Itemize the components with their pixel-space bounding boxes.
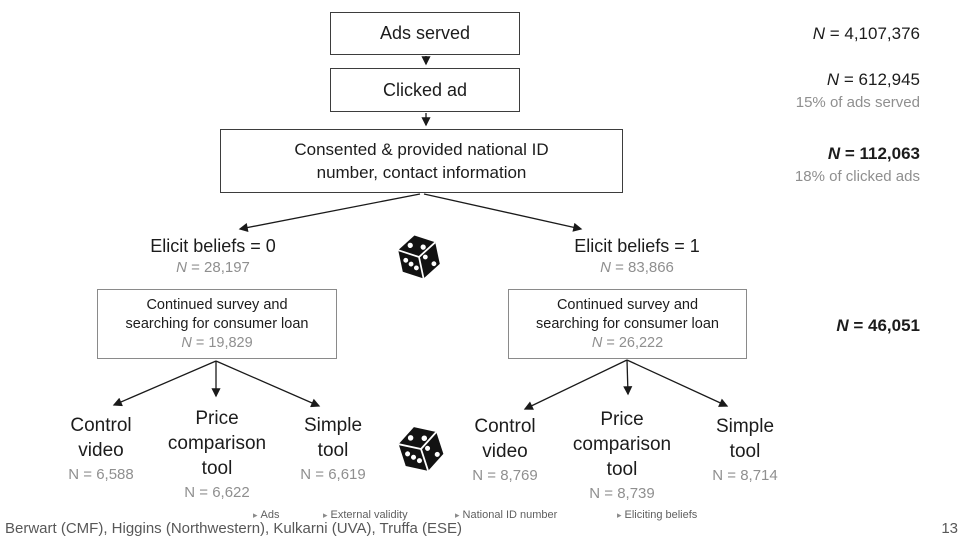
flow-box-clicked-ad: Clicked ad (330, 68, 520, 112)
continued-line2: searching for consumer loan (536, 315, 719, 332)
stat-consented: N = 112,063 18% of clicked ads (795, 144, 920, 186)
arm-n-value: N = 8,739 (589, 485, 655, 502)
continued-line1: Continued survey and (146, 296, 288, 313)
stat-n-value: N = 112,063 (827, 144, 920, 163)
arm-control-video-right: Control video N = 8,769 (472, 414, 537, 485)
nav-link-ads[interactable]: ▸Ads (253, 509, 280, 521)
footer-nav: ▸Ads ▸External validity ▸National ID num… (0, 509, 969, 523)
flow-box-continued-survey-right: Continued survey and searching for consu… (508, 289, 747, 359)
dice-icon (395, 230, 443, 284)
arm-simple-tool-left: Simple tool N = 6,619 (300, 413, 365, 484)
continued-n-value: N = 19,829 (181, 334, 253, 351)
branch-elicit-beliefs-1: Elicit beliefs = 1 N = 83,866 (574, 236, 700, 277)
stat-n-value: N = 612,945 (826, 70, 920, 89)
arrow-consent-to-beliefs1 (423, 193, 583, 232)
page-number: 13 (941, 520, 958, 537)
arm-label: Simple tool (303, 415, 363, 461)
triangle-bullet-icon: ▸ (253, 510, 258, 520)
stat-subtext: 15% of ads served (795, 94, 920, 111)
arm-n-value: N = 6,622 (184, 484, 250, 501)
branch-label: Elicit beliefs = 0 (150, 236, 276, 256)
stat-n-value: N = 4,107,376 (812, 24, 920, 43)
continued-line2: searching for consumer loan (125, 315, 309, 332)
flow-box-consented: Consented & provided national ID number,… (220, 129, 623, 193)
stat-clicked-ad: N = 612,945 15% of ads served (796, 70, 920, 112)
arrow-contleft-to-simple (215, 360, 321, 408)
arm-simple-tool-right: Simple tool N = 8,714 (712, 414, 777, 485)
triangle-bullet-icon: ▸ (323, 510, 328, 520)
clicked-ad-label: Clicked ad (382, 79, 468, 100)
arrow-contright-to-simple (626, 359, 729, 407)
stat-continued-total: N = 46,051 (836, 316, 920, 336)
triangle-bullet-icon: ▸ (455, 510, 460, 520)
arm-control-video-left: Control video N = 6,588 (68, 413, 133, 484)
stat-ads-served: N = 4,107,376 (813, 24, 920, 44)
triangle-bullet-icon: ▸ (617, 510, 622, 520)
arm-n-value: N = 8,769 (472, 467, 538, 484)
nav-link-national-id[interactable]: ▸National ID number (455, 509, 558, 521)
continued-n-value: N = 26,222 (591, 334, 664, 351)
branch-label: Elicit beliefs = 1 (574, 236, 700, 256)
arm-label: Control video (70, 415, 132, 461)
arm-n-value: N = 6,588 (68, 466, 134, 483)
branch-n-value: N = 83,866 (600, 259, 674, 276)
arm-label: Simple tool (715, 416, 775, 462)
arrow-contright-to-price (623, 359, 633, 396)
arrow-contleft-to-control (112, 360, 217, 407)
flow-box-continued-survey-left: Continued survey and searching for consu… (97, 289, 337, 359)
stat-n-value: N = 46,051 (836, 316, 920, 335)
branch-elicit-beliefs-0: Elicit beliefs = 0 N = 28,197 (150, 236, 276, 277)
arm-price-comparison-right: Price comparison tool N = 8,739 (573, 407, 671, 503)
arrow-contright-to-control (523, 359, 628, 410)
dice-icon (394, 420, 448, 478)
arm-price-comparison-left: Price comparison tool N = 6,622 (168, 406, 266, 502)
slide-authors: Berwart (CMF), Higgins (Northwestern), K… (5, 520, 463, 537)
nav-link-eliciting-beliefs[interactable]: ▸Eliciting beliefs (617, 509, 698, 521)
arm-label: Price comparison tool (572, 409, 672, 480)
arm-n-value: N = 8,714 (712, 467, 778, 484)
arm-label: Control video (474, 416, 536, 462)
branch-n-value: N = 28,197 (176, 259, 250, 276)
consent-line1: Consented & provided national ID (294, 140, 549, 159)
arrow-consent-to-beliefs0 (238, 193, 421, 232)
flow-box-ads-served: Ads served (330, 12, 520, 55)
consent-line2: number, contact information (316, 163, 527, 182)
arm-n-value: N = 6,619 (300, 466, 366, 483)
stat-subtext: 18% of clicked ads (794, 168, 920, 185)
arm-label: Price comparison tool (167, 408, 267, 479)
nav-link-external-validity[interactable]: ▸External validity (323, 509, 408, 521)
continued-line1: Continued survey and (556, 296, 699, 313)
ads-served-label: Ads served (379, 23, 471, 43)
